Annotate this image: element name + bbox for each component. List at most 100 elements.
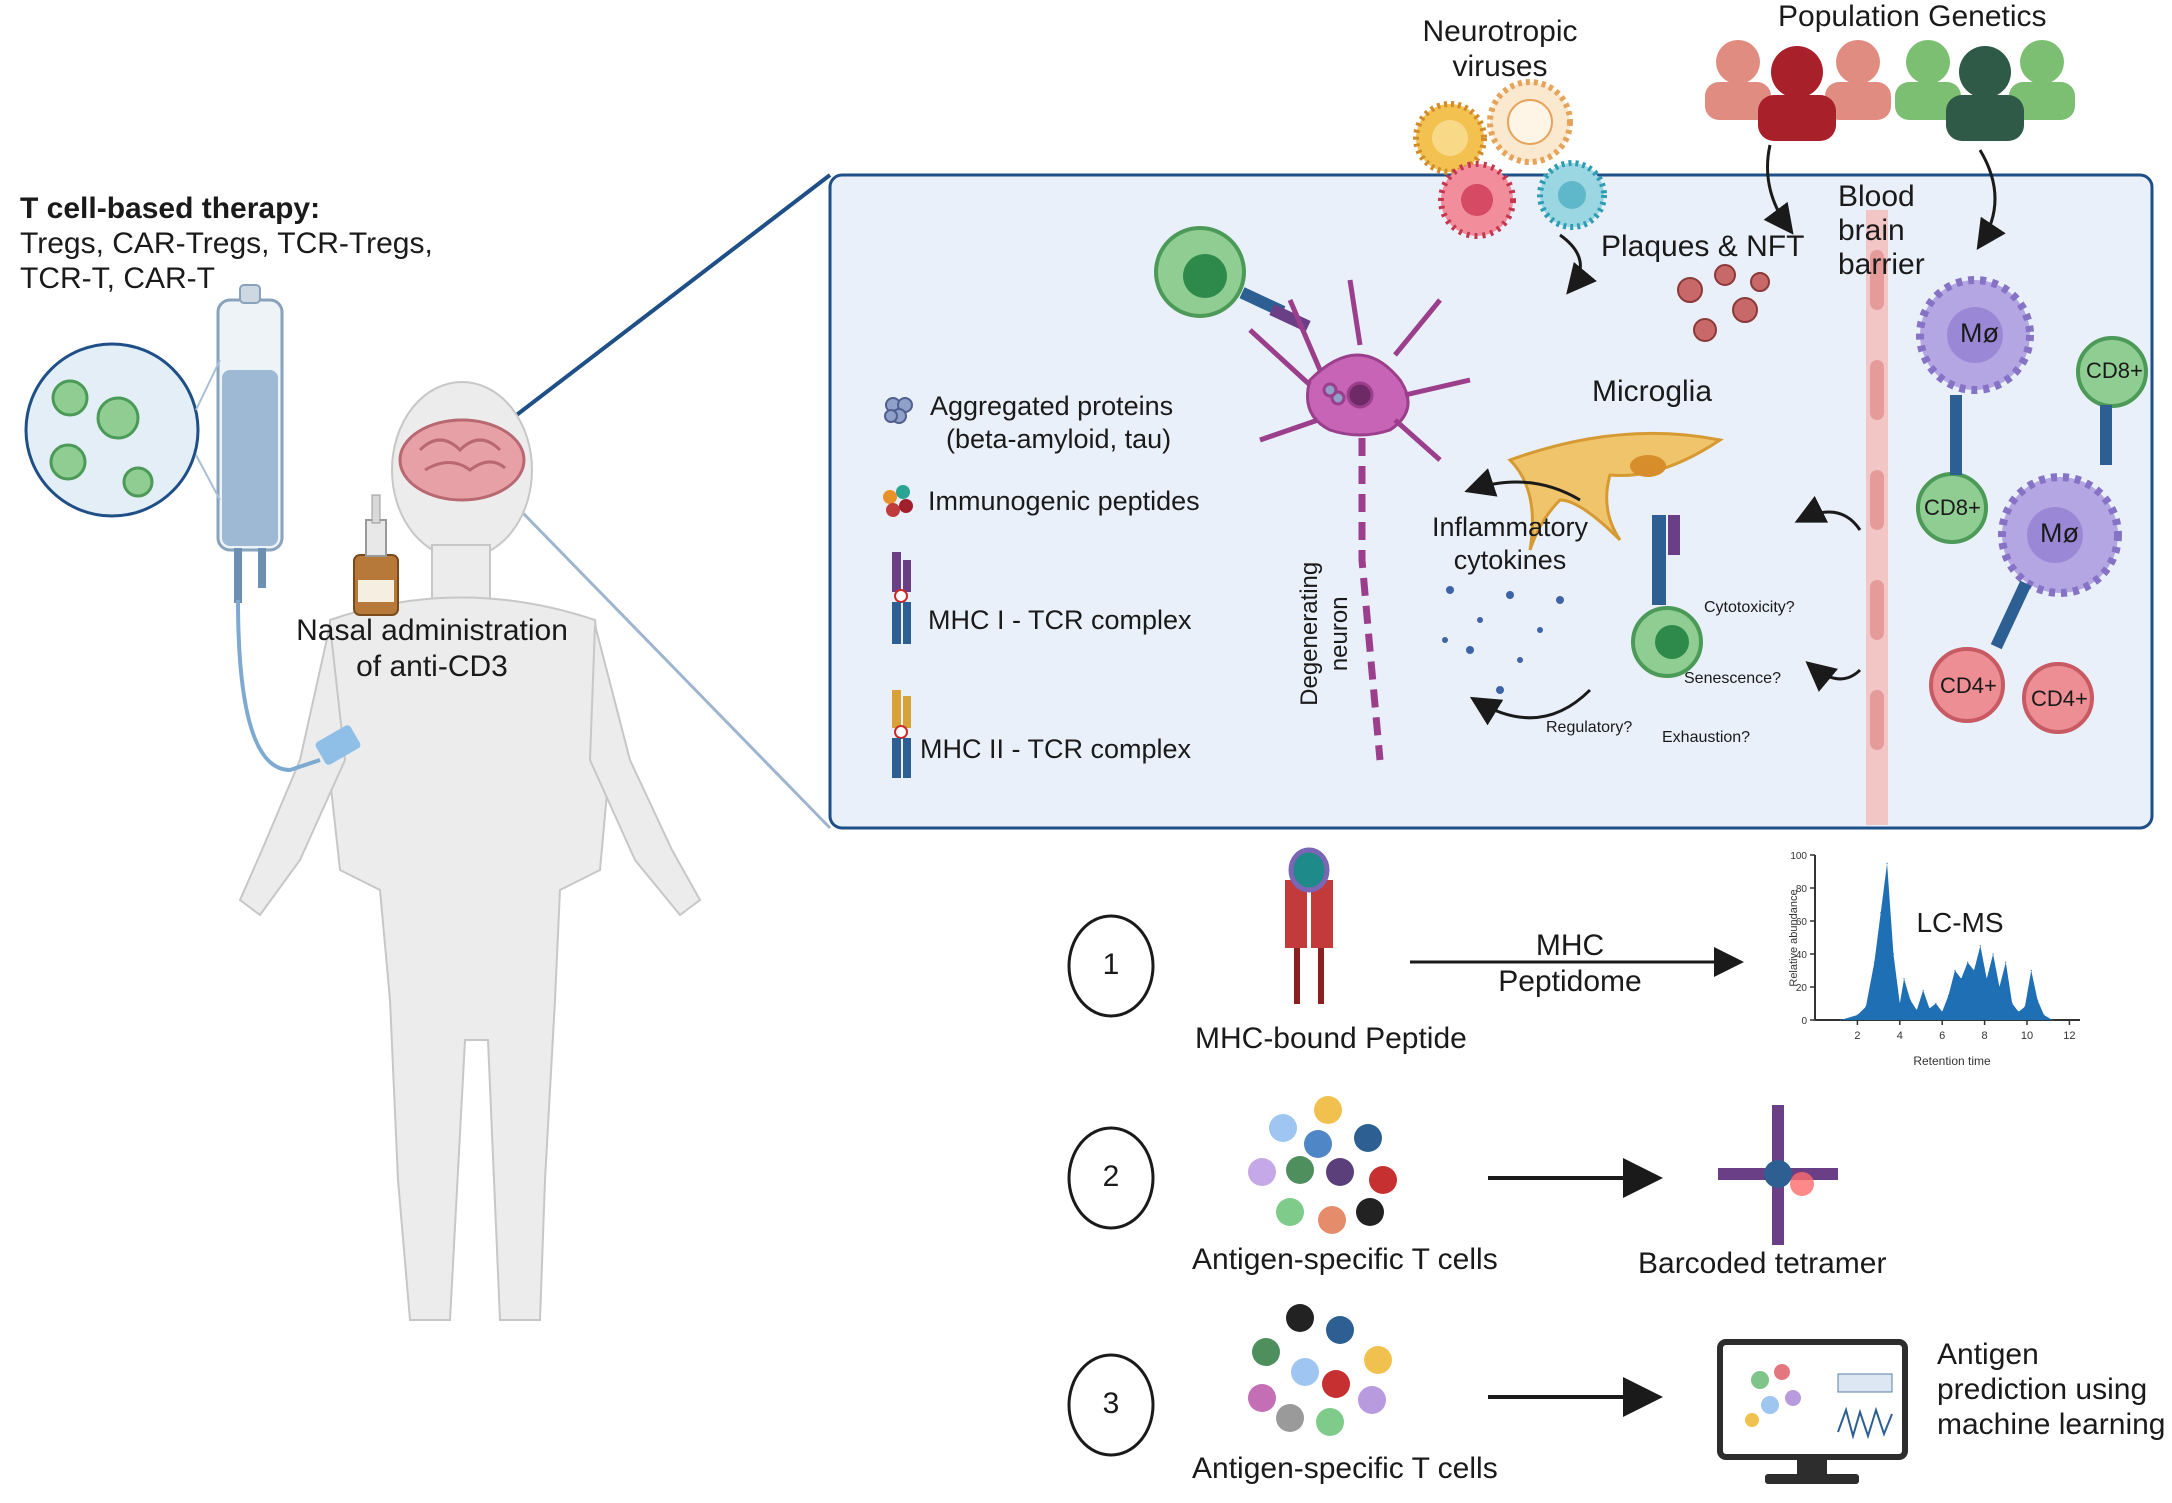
chromatogram-point — [1839, 1019, 1842, 1021]
t-cell-bottom — [1631, 515, 1703, 678]
chromatogram-point — [2037, 999, 2039, 1001]
aggregated-proteins-icon — [884, 397, 913, 424]
plaques-label: Plaques & NFT — [1601, 230, 1805, 263]
plaques-icon — [1677, 264, 1770, 342]
legend-aggregated-2: (beta-amyloid, tau) — [946, 424, 1172, 454]
therapy-line1: Tregs, CAR-Tregs, TCR-Tregs, — [20, 227, 433, 260]
x-tick-label: 8 — [1982, 1030, 1988, 1042]
cd8-cell-bottom — [1916, 395, 1988, 544]
arrow-bbb-to-tcell — [1805, 661, 1862, 692]
exhaustion-label: Exhaustion? — [1662, 729, 1751, 746]
cd4-label-1: CD4+ — [1940, 673, 1997, 698]
cytokine-dots — [1442, 586, 1564, 694]
step-1-number: 1 — [1102, 948, 1120, 981]
regulatory-label: Regulatory? — [1546, 719, 1633, 736]
bbb-label-2: brain — [1838, 214, 1905, 247]
microglia-icon — [1507, 431, 1724, 551]
mhc1-tcr-icon — [892, 552, 911, 644]
chromatogram-point — [1856, 1014, 1858, 1016]
chromatogram-point — [1986, 978, 1988, 980]
chromatogram-point — [2005, 961, 2007, 963]
y-tick-label: 80 — [1796, 884, 1808, 895]
iv-bag-icon — [216, 284, 361, 773]
chromatogram-point — [1979, 945, 1981, 947]
chromatogram-point — [1899, 1002, 1901, 1005]
chart-x-label: Retention time — [1913, 1054, 1991, 1068]
virus-beige-icon — [1487, 79, 1573, 165]
chromatogram-point — [1992, 953, 1994, 955]
zoom-line-bottom — [518, 508, 832, 830]
chromatogram-point — [2011, 1002, 2013, 1005]
arrow1-label-1: MHC — [1535, 929, 1605, 962]
virus-orange-icon — [1413, 101, 1487, 175]
chromatogram-point — [1922, 989, 1924, 991]
mhc-tcr-link — [1990, 580, 2032, 650]
virus-teal-icon — [1537, 160, 1607, 230]
chromatogram-point — [1954, 969, 1956, 972]
chromatogram-point — [1973, 969, 1975, 972]
x-tick-label: 2 — [1854, 1030, 1860, 1042]
t-cell-top — [1154, 226, 1311, 332]
chromatogram-point — [2017, 1011, 2020, 1013]
step-2-circle — [1067, 1126, 1155, 1230]
y-tick-label: 60 — [1796, 917, 1808, 928]
antigen-t-cells-label-3: Antigen-specific T cells — [1192, 1452, 1498, 1485]
arrow-bbb-to-microglia — [1794, 495, 1862, 531]
degenerating-neuron-icon — [1248, 279, 1471, 761]
blood-brain-barrier — [1866, 210, 1888, 825]
population-genetics-label: Population Genetics — [1778, 0, 2047, 33]
x-tick-label: 6 — [1939, 1030, 1945, 1042]
chromatogram-point — [1886, 862, 1888, 864]
legend-mhc1: MHC I - TCR complex — [928, 605, 1192, 635]
prediction-label-3: machine learning — [1937, 1408, 2166, 1441]
chromatogram-point — [1935, 1002, 1937, 1005]
legend-aggregated-1: Aggregated proteins — [930, 391, 1174, 421]
barcoded-tetramer-icon — [1718, 1105, 1838, 1245]
chromatogram-point — [1967, 961, 1969, 963]
x-tick-label: 12 — [2063, 1030, 2075, 1042]
chart-title: LC-MS — [1916, 907, 2003, 938]
barcoded-tetramer-label: Barcoded tetramer — [1638, 1247, 1887, 1280]
zoom-line-top — [508, 173, 832, 422]
step-3-circle — [1067, 1353, 1155, 1457]
therapy-line2: TCR-T, CAR-T — [20, 262, 215, 295]
immunogenic-peptides-icon — [883, 485, 913, 517]
cd8-label-2: CD8+ — [1924, 495, 1981, 520]
viruses-label-line2: viruses — [1452, 50, 1548, 83]
cytokines-label-1: Inflammatory — [1431, 512, 1589, 542]
chromatogram-point — [1909, 999, 1911, 1001]
population-red-icon — [1705, 40, 1891, 141]
viruses-label-line1: Neurotropic — [1422, 15, 1578, 48]
cd4-cell-right — [2022, 662, 2094, 734]
step-2-number: 2 — [1102, 1160, 1120, 1193]
t-cell-magnifier — [24, 342, 221, 518]
y-tick-label: 20 — [1796, 983, 1808, 994]
chromatogram-point — [1880, 912, 1882, 914]
chromatogram-point — [1947, 994, 1950, 996]
microglia-label: Microglia — [1592, 375, 1713, 408]
bbb-label-1: Blood — [1838, 180, 1915, 213]
legend-mhc2: MHC II - TCR complex — [920, 734, 1192, 764]
chromatogram-point — [1873, 961, 1875, 963]
prediction-label-1: Antigen — [1937, 1338, 2039, 1371]
nasal-line1: Nasal administration — [296, 614, 568, 647]
nasal-spray-icon — [353, 494, 399, 616]
chromatogram-point — [2043, 1014, 2045, 1016]
arrow-viruses — [1559, 233, 1597, 295]
x-tick-label: 4 — [1897, 1030, 1903, 1042]
arrow-population-green — [1976, 149, 2006, 250]
chromatogram-point — [2030, 969, 2032, 972]
antigen-t-cells-label-2: Antigen-specific T cells — [1192, 1243, 1498, 1276]
chromatogram-point — [1903, 978, 1905, 980]
x-tick-label: 10 — [2021, 1030, 2033, 1042]
arrow-cytokines-loop — [1469, 688, 1592, 726]
cytokines-label-2: cytokines — [1453, 545, 1567, 575]
senescence-label: Senescence? — [1684, 670, 1781, 687]
cytotoxicity-label: Cytotoxicity? — [1704, 599, 1795, 616]
chromatogram-point — [1892, 953, 1895, 955]
legend-immunogenic: Immunogenic peptides — [928, 486, 1200, 516]
chromatogram-point — [2051, 1019, 2054, 1021]
brain-icon — [398, 418, 526, 502]
